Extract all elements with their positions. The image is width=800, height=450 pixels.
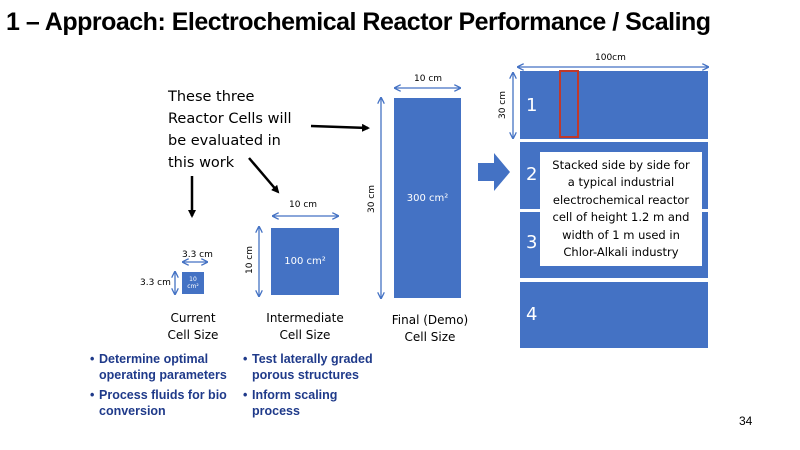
intermediate-height-label: 10 cm	[245, 245, 255, 275]
final-caption: Final (Demo) Cell Size	[380, 312, 480, 346]
bullet-item: Test laterally graded porous structures	[243, 351, 383, 383]
note-line: Chlor-Alkali industry	[563, 245, 679, 259]
intermediate-cell: 100 cm²	[271, 228, 339, 295]
industrial-width-label: 100cm	[595, 53, 626, 63]
strip-number: 2	[526, 164, 538, 185]
current-width-label: 3.3 cm	[182, 250, 213, 260]
industrial-note: Stacked side by side for a typical indus…	[540, 152, 702, 266]
industrial-height-label: 30 cm	[498, 90, 508, 120]
final-height-label: 30 cm	[367, 184, 377, 214]
callout-line: this work	[168, 155, 235, 171]
callout-line: These three	[168, 89, 255, 105]
industrial-strip-4: 4	[520, 282, 708, 348]
callout-line: be evaluated in	[168, 133, 281, 149]
bullet-item: Process fluids for bio conversion	[90, 387, 230, 419]
note-line: electrochemical reactor	[552, 192, 690, 207]
final-cell: 300 cm²	[394, 98, 461, 298]
strip-number: 3	[526, 232, 538, 253]
note-line: Stacked side by side for	[552, 157, 690, 172]
caption-line: Cell Size	[404, 330, 456, 344]
bullet-item: Determine optimal operating parameters	[90, 351, 230, 383]
pointer-arrow-intermediate	[248, 157, 280, 194]
callout-text: These three Reactor Cells will be evalua…	[168, 86, 292, 174]
bullet-item: Inform scaling process	[243, 387, 383, 419]
scale-up-arrow-icon	[478, 153, 510, 191]
caption-line: Current	[170, 311, 216, 325]
caption-line: Final (Demo)	[391, 313, 469, 327]
strip-number: 1	[526, 95, 538, 116]
bullets-left: Determine optimal operating parameters P…	[90, 351, 230, 423]
note-line: width of 1 m used in	[562, 227, 680, 242]
caption-line: Cell Size	[279, 328, 331, 342]
current-cell: 10 cm²	[182, 272, 204, 294]
pointer-arrow-final	[310, 123, 370, 132]
caption-line: Cell Size	[167, 328, 219, 342]
note-line: cell of height 1.2 m and	[552, 210, 690, 224]
strip-number: 4	[526, 304, 538, 325]
bullets-right: Test laterally graded porous structures …	[243, 351, 383, 423]
current-height-label: 3.3 cm	[140, 278, 171, 288]
note-line: a typical industrial	[567, 175, 675, 189]
current-area-unit: cm²	[187, 283, 199, 290]
final-width-label: 10 cm	[414, 74, 443, 84]
demo-cell-highlight	[559, 70, 579, 138]
intermediate-width-label: 10 cm	[289, 200, 318, 210]
caption-line: Intermediate	[266, 311, 344, 325]
page-number: 34	[739, 414, 753, 428]
callout-line: Reactor Cells will	[168, 111, 292, 127]
industrial-strip-1: 1	[520, 71, 708, 139]
current-caption: Current Cell Size	[150, 310, 236, 344]
current-area-value: 10	[189, 276, 197, 283]
slide-title: 1 – Approach: Electrochemical Reactor Pe…	[6, 8, 711, 36]
intermediate-caption: Intermediate Cell Size	[255, 310, 355, 344]
